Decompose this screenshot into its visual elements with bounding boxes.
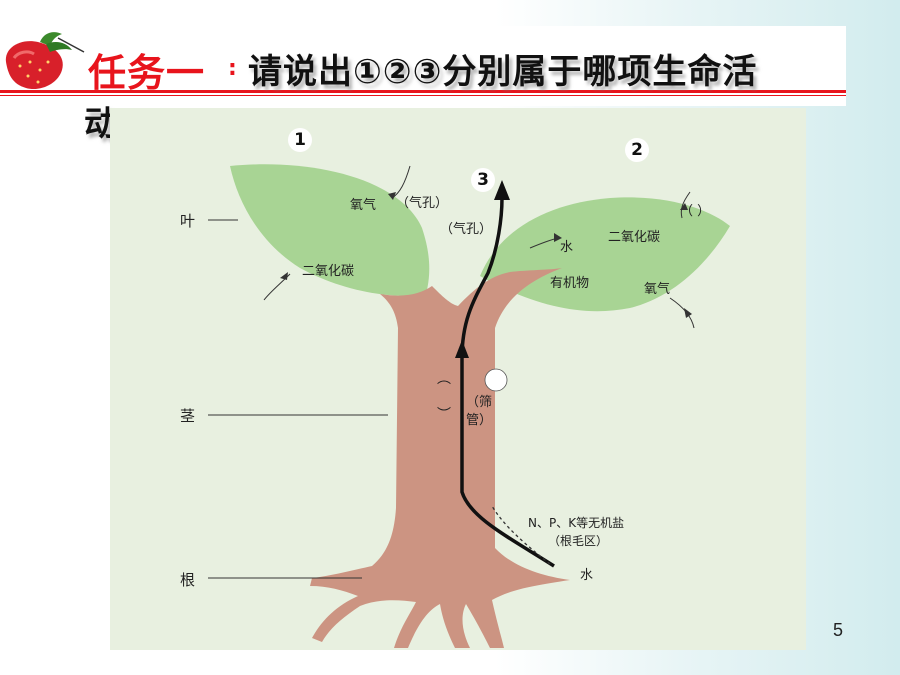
- right-leaf-co2: 二氧化碳: [608, 230, 661, 245]
- label-root: 根: [180, 571, 196, 589]
- stem-root: [310, 268, 570, 648]
- marker-one: 1: [288, 128, 312, 152]
- title-colon: :: [228, 56, 237, 81]
- mineral-path: [491, 505, 551, 565]
- stem-circle-marker: [484, 368, 508, 392]
- marker-two: 2: [625, 138, 649, 162]
- arrow-head-mid: [455, 340, 469, 358]
- sieve-tube-label: （筛 管）: [466, 395, 493, 428]
- left-leaf-stomata-2: （气孔）: [440, 222, 493, 237]
- root-water: 水: [580, 568, 594, 583]
- water-transport-arrow: [460, 197, 555, 568]
- stem-blank-paren: ︵ ︶: [437, 371, 451, 423]
- plant-illustration: [208, 164, 730, 648]
- right-leaf: [480, 197, 730, 312]
- right-leaf-organic: 有机物: [550, 276, 590, 291]
- root-minerals: N、P、K等无机盐: [528, 516, 625, 530]
- right-leaf-oxygen: 氧气: [644, 282, 671, 297]
- title-underline: [0, 90, 846, 93]
- marker-three: 3: [471, 168, 495, 192]
- arrow-head-top: [494, 180, 510, 200]
- left-leaf: [230, 164, 430, 296]
- title-underline-thin: [0, 95, 846, 96]
- page-number: 5: [833, 620, 844, 640]
- strawberry-icon: [5, 32, 85, 90]
- title-task-label: 任务一: [88, 51, 206, 95]
- right-leaf-blank: （ ）: [680, 204, 711, 219]
- left-leaf-oxygen: 氧气: [350, 198, 377, 213]
- right-leaf-water: 水: [560, 240, 574, 255]
- plant-diagram: 1 2 3 叶 茎 根 氧气 （气孔） （气孔） 二氧化碳 （ ） 水 二氧化碳…: [110, 108, 806, 650]
- label-stem: 茎: [180, 407, 196, 425]
- root-hair-zone: （根毛区）: [548, 534, 609, 548]
- left-leaf-co2: 二氧化碳: [302, 264, 355, 279]
- left-leaf-stomata-1: （气孔）: [396, 196, 449, 211]
- label-leaf: 叶: [180, 212, 196, 230]
- title-question: 请说出①②③分别属于哪项生命活: [248, 52, 758, 92]
